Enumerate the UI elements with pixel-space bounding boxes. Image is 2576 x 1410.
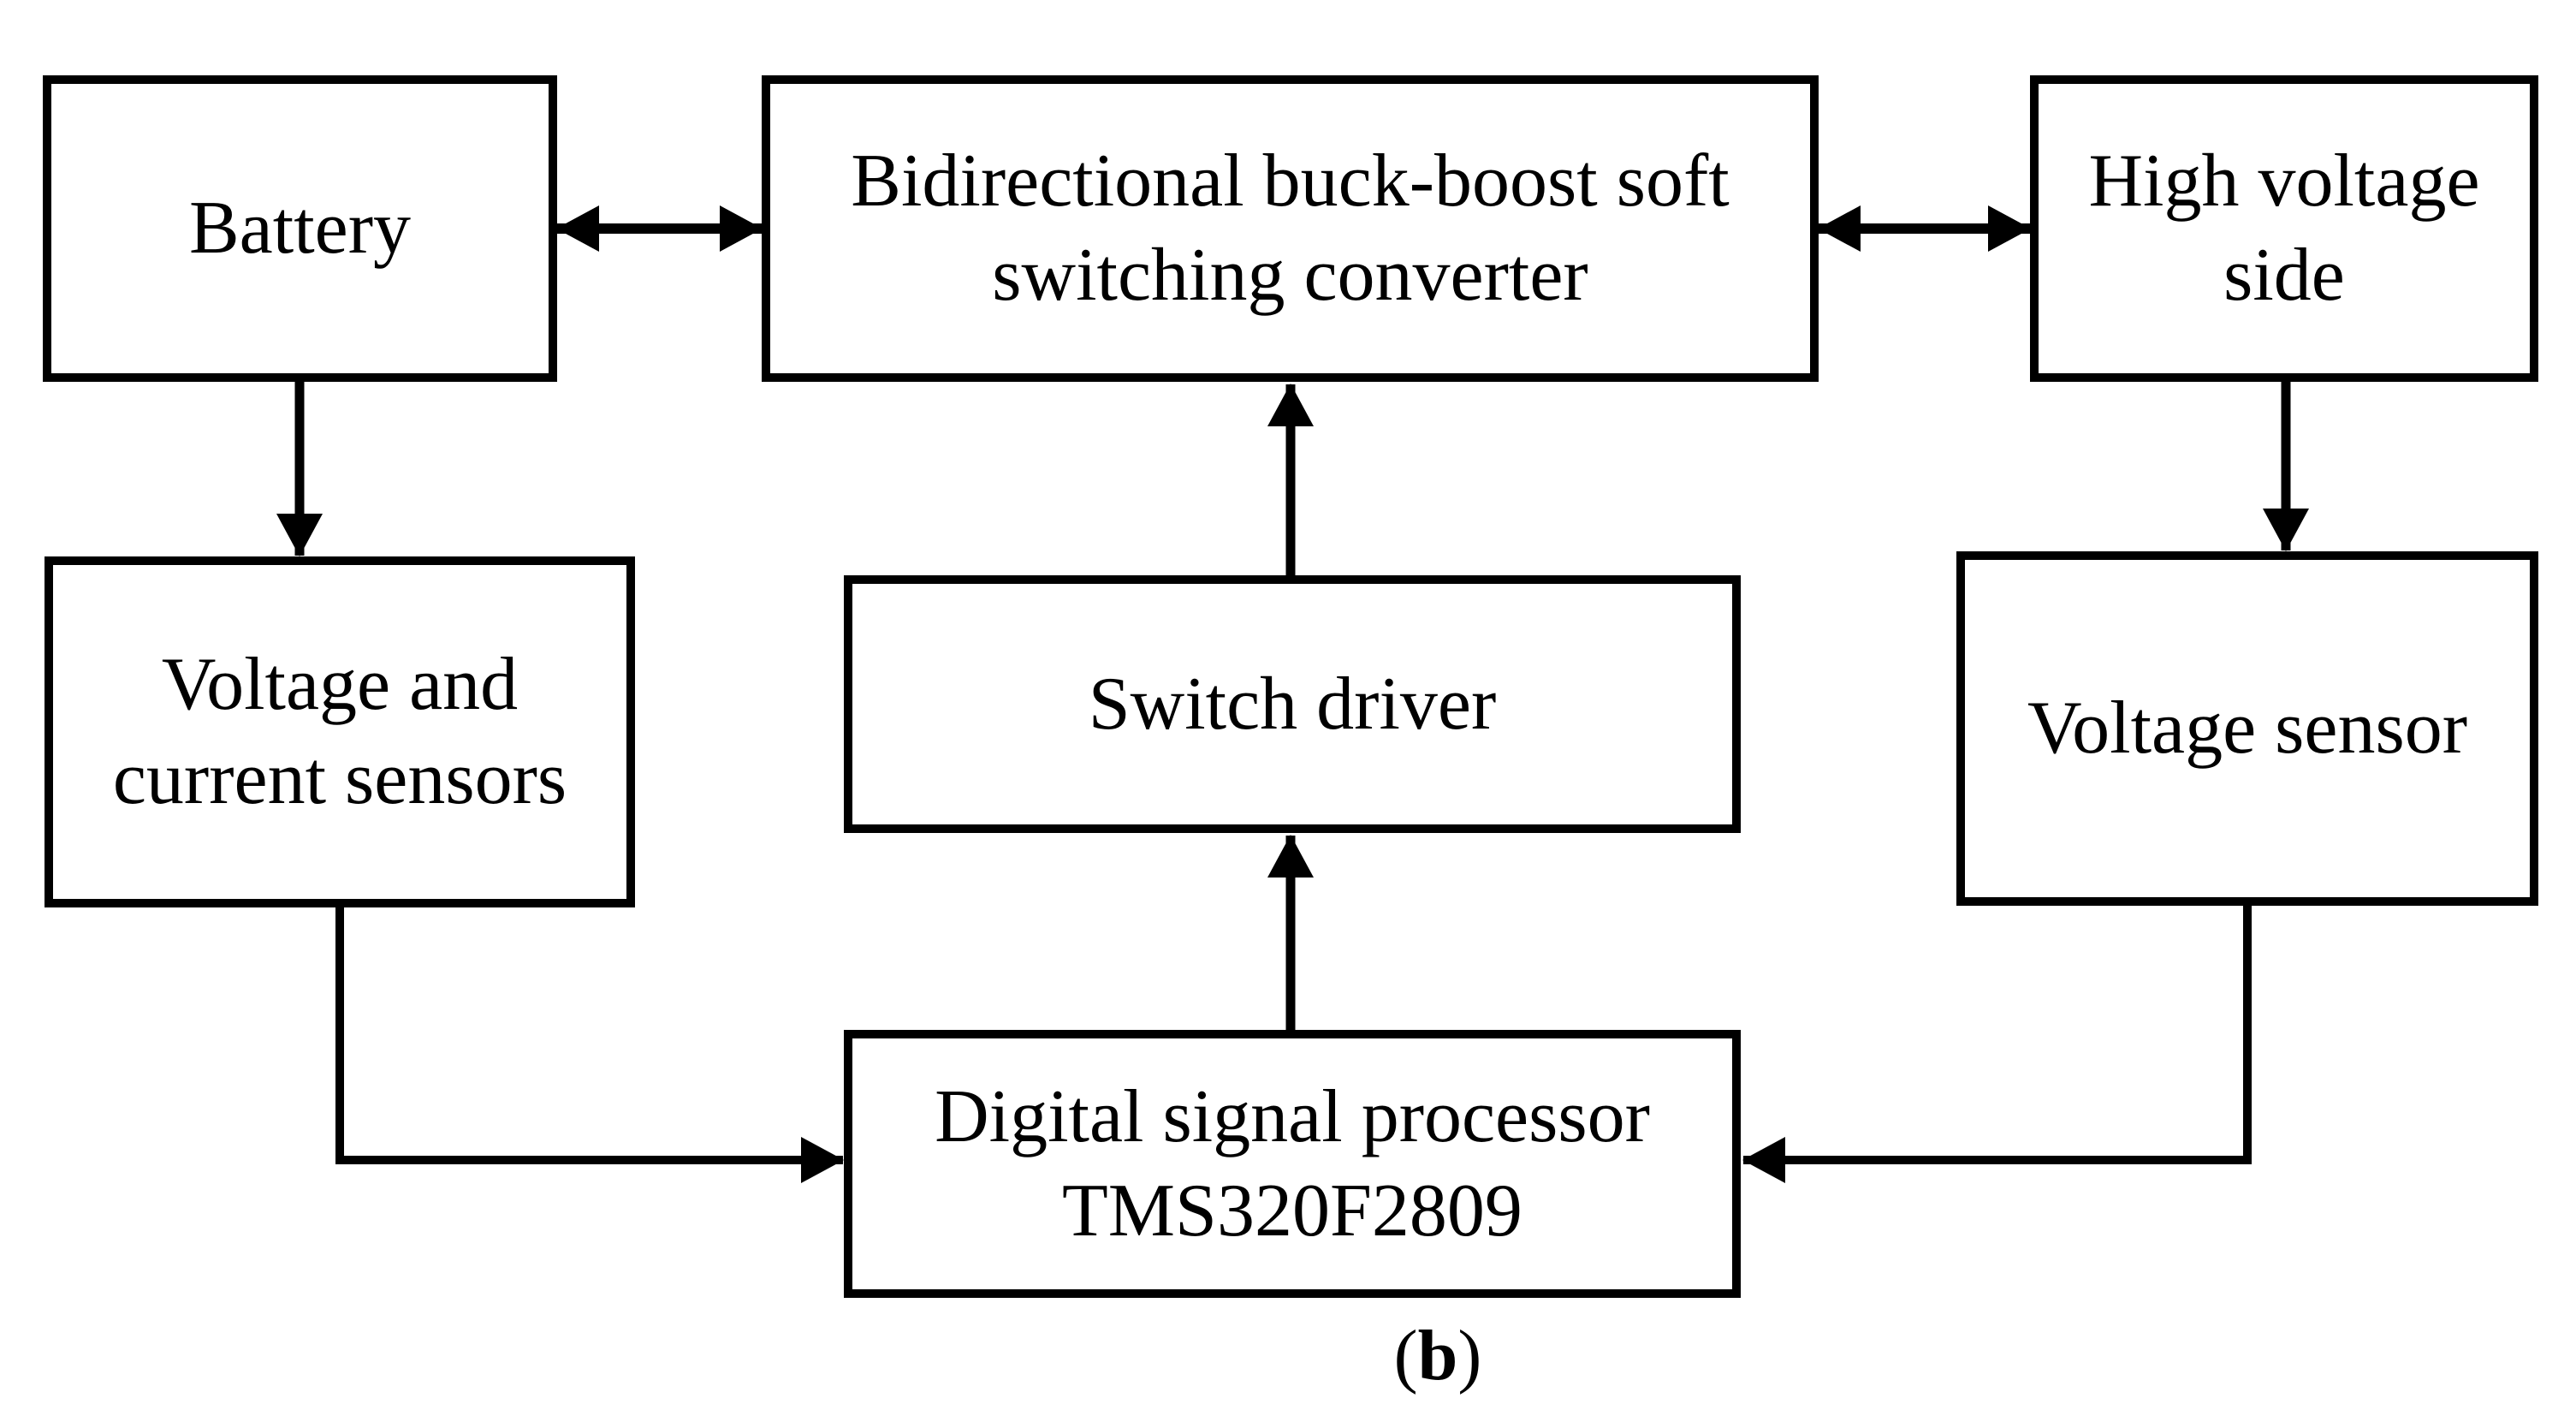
edge-sensors-dsp (335, 906, 844, 1183)
node-dsp: Digital signal processor TMS320F2809 (844, 1030, 1741, 1298)
node-high-voltage-side: High voltage side (2030, 75, 2538, 382)
node-converter-label: Bidirectional buck-boost soft switching … (851, 140, 1730, 317)
node-switch-driver-label: Switch driver (1088, 662, 1497, 746)
node-voltage-sensor-label: Voltage sensor (2027, 687, 2468, 770)
node-battery: Battery (43, 75, 557, 382)
node-battery-label: Battery (188, 187, 411, 270)
caption-open-paren: ( (1393, 1316, 1418, 1395)
node-voltage-current-sensors-label: Voltage and current sensors (112, 643, 567, 820)
node-converter: Bidirectional buck-boost soft switching … (762, 75, 1819, 382)
figure-caption: (b) (1309, 1317, 1566, 1395)
node-voltage-sensor: Voltage sensor (1956, 551, 2538, 906)
caption-letter: b (1417, 1316, 1458, 1395)
node-dsp-label: Digital signal processor TMS320F2809 (935, 1074, 1650, 1252)
edge-voltage-sensor-dsp (1742, 904, 2252, 1183)
node-switch-driver: Switch driver (844, 575, 1741, 833)
caption-close-paren: ) (1457, 1316, 1482, 1395)
node-high-voltage-side-label: High voltage side (2088, 140, 2480, 317)
node-voltage-current-sensors: Voltage and current sensors (45, 556, 635, 907)
